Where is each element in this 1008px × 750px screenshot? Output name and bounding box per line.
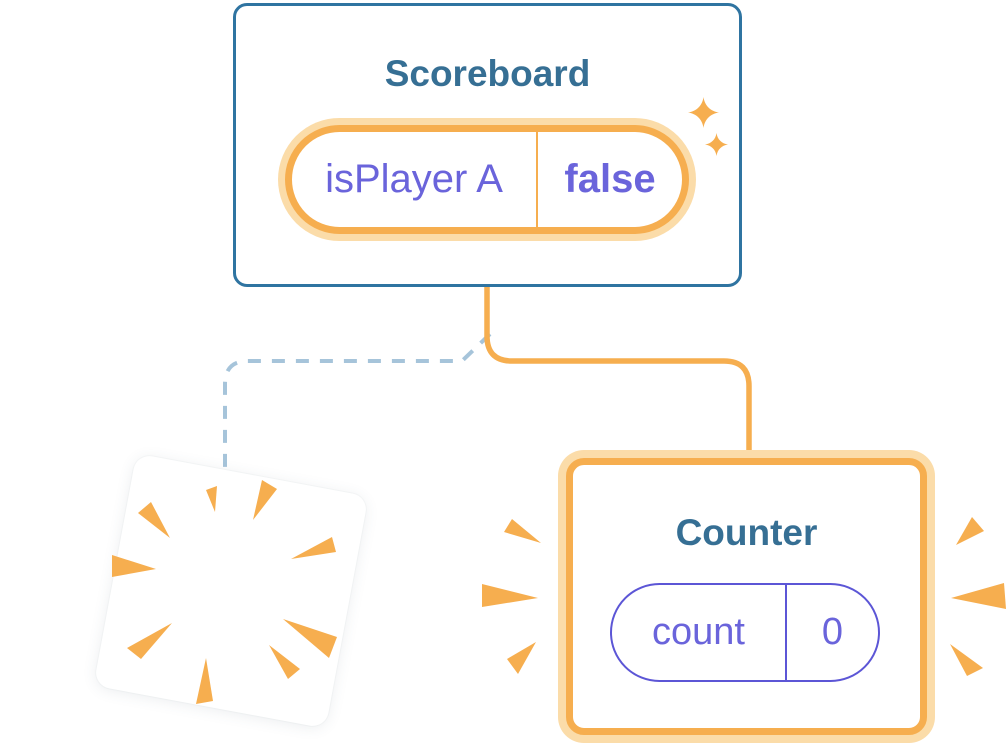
counter-state-pill: count 0: [610, 583, 880, 682]
state-value: false: [564, 157, 656, 201]
counter-emphasis-rays-right: [950, 517, 1006, 676]
dashed-connector-to-removed-component: [223, 332, 492, 476]
state-name: count: [612, 585, 787, 680]
scoreboard-state-pill: isPlayer A false: [285, 125, 689, 234]
counter-card: Counter count 0: [558, 450, 935, 743]
state-name: isPlayer A: [292, 132, 538, 227]
counter-emphasis-rays-left: [482, 519, 541, 674]
sparkle-icon: [688, 97, 719, 128]
scoreboard-title: Scoreboard: [384, 53, 591, 94]
state-value: 0: [821, 611, 844, 653]
destroyed-component-card: [93, 453, 369, 729]
counter-title: Counter: [675, 512, 818, 553]
sparkle-icon: [705, 133, 728, 156]
scoreboard-card: Scoreboard isPlayer A false: [233, 3, 742, 287]
solid-connector-to-counter: [484, 285, 752, 456]
